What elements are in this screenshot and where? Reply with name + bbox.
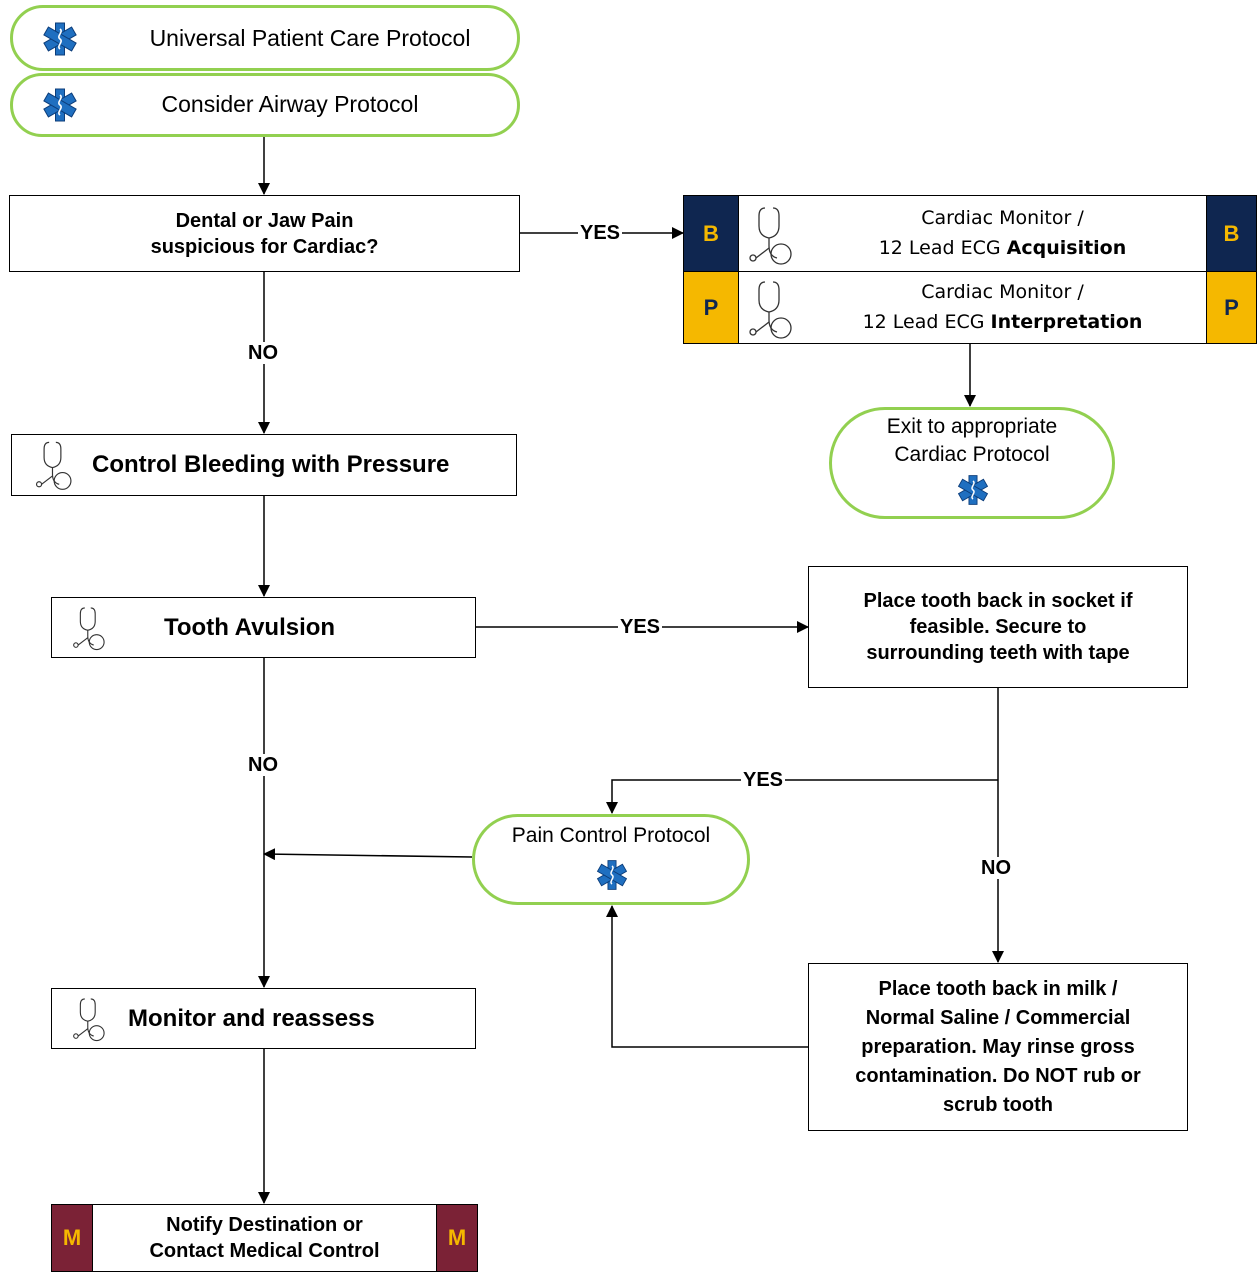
milk-line3: preparation. May rinse gross xyxy=(861,1035,1135,1058)
dental-question-line2: suspicious for Cardiac? xyxy=(150,235,379,258)
connector-pain-to-main xyxy=(263,848,473,861)
edge-label-no: NO xyxy=(246,342,280,364)
star-of-life-icon xyxy=(43,88,77,122)
star-of-life-icon xyxy=(596,860,628,890)
socket-line2: feasible. Secure to xyxy=(909,616,1087,638)
tooth-avulsion-label: Tooth Avulsion xyxy=(164,613,336,641)
dental-jaw-pain-decision[interactable]: Dental or Jaw Pain suspicious for Cardia… xyxy=(9,195,520,272)
consider-airway-protocol[interactable] xyxy=(10,73,520,137)
star-of-life-icon xyxy=(43,22,77,56)
universal-patient-care-protocol[interactable] xyxy=(10,5,520,71)
edge-label-no: NO xyxy=(246,754,280,776)
acquisition-emphasis: Acquisition xyxy=(1006,236,1127,259)
cardiac-monitor-acquisition[interactable]: Cardiac Monitor / 12 Lead ECG Acquisitio… xyxy=(738,195,1207,272)
stethoscope-icon xyxy=(749,281,792,339)
badge-b-right: B xyxy=(1206,195,1257,272)
star-of-life-icon xyxy=(957,475,989,505)
exit-line2: Cardiac Protocol xyxy=(894,443,1050,466)
badge-m-right: M xyxy=(436,1204,478,1272)
notify-line2: Contact Medical Control xyxy=(149,1240,380,1262)
milk-line4: contamination. Do NOT rub or xyxy=(855,1064,1141,1087)
edge-label-yes: YES xyxy=(578,222,623,244)
exit-protocol-label: Exit to appropriate Cardiac Protocol xyxy=(829,413,1115,469)
stethoscope-icon xyxy=(73,606,105,650)
connector-socket-yes xyxy=(606,779,998,814)
acquisition-line2-prefix: 12 Lead ECG xyxy=(878,236,1007,259)
socket-line1: Place tooth back in socket if xyxy=(863,590,1133,612)
badge-p-left: P xyxy=(683,271,739,344)
cardiac-monitor-interpretation[interactable]: Cardiac Monitor / 12 Lead ECG Interpreta… xyxy=(738,271,1207,344)
place-tooth-milk-step[interactable]: Place tooth back in milk / Normal Saline… xyxy=(808,963,1188,1131)
control-bleeding-label: Control Bleeding with Pressure xyxy=(92,451,450,479)
socket-line3: surrounding teeth with tape xyxy=(866,642,1130,664)
milk-line5: scrub tooth xyxy=(942,1093,1053,1116)
interpretation-line2-prefix: 12 Lead ECG xyxy=(862,310,991,333)
control-bleeding-step[interactable]: Control Bleeding with Pressure xyxy=(11,434,517,496)
acquisition-line1: Cardiac Monitor / xyxy=(921,207,1084,230)
edge-label-yes: YES xyxy=(618,616,663,638)
stethoscope-icon xyxy=(35,441,72,490)
interpretation-emphasis: Interpretation xyxy=(990,310,1143,333)
dental-question-line1: Dental or Jaw Pain xyxy=(175,209,354,232)
edge-label-yes: YES xyxy=(741,769,786,791)
notify-line1: Notify Destination or xyxy=(166,1214,363,1236)
tooth-avulsion-decision[interactable]: Tooth Avulsion xyxy=(51,597,476,658)
milk-line1: Place tooth back in milk / xyxy=(878,977,1118,1000)
milk-line2: Normal Saline / Commercial xyxy=(865,1006,1131,1029)
notify-medical-control-step[interactable]: Notify Destination or Contact Medical Co… xyxy=(92,1204,437,1272)
stethoscope-icon xyxy=(73,997,105,1041)
place-tooth-socket-step[interactable]: Place tooth back in socket if feasible. … xyxy=(808,566,1188,688)
monitor-reassess-step[interactable]: Monitor and reassess xyxy=(51,988,476,1049)
universal-protocol-label: Universal Patient Care Protocol xyxy=(149,25,471,51)
connector-milk-to-pain xyxy=(606,905,808,1048)
pain-protocol-label: Pain Control Protocol xyxy=(511,824,711,847)
interpretation-line1: Cardiac Monitor / xyxy=(921,281,1084,304)
edge-label-no: NO xyxy=(979,857,1013,879)
monitor-reassess-label: Monitor and reassess xyxy=(128,1004,375,1032)
badge-b-left: B xyxy=(683,195,739,272)
badge-m-left: M xyxy=(51,1204,93,1272)
exit-line1: Exit to appropriate xyxy=(886,415,1058,438)
airway-protocol-label: Consider Airway Protocol xyxy=(161,91,419,117)
badge-p-right: P xyxy=(1206,271,1257,344)
stethoscope-icon xyxy=(749,207,792,265)
